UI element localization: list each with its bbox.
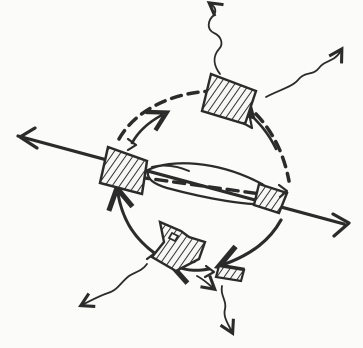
loop-left [118, 194, 157, 255]
loop-top-right-arrow [249, 113, 276, 149]
squiggle-top [209, 5, 222, 74]
squiggle-bottom [222, 286, 231, 330]
block-lower-left [152, 222, 205, 271]
right-arrowhead-icon [333, 214, 349, 236]
block-left [100, 147, 147, 194]
block-bottom [216, 266, 244, 281]
loop-upper-dashed [119, 91, 214, 139]
block-top [202, 74, 256, 124]
inner-upper-stroke [152, 166, 189, 171]
loop-lower-right [225, 220, 281, 264]
bottom-arrowhead-icon [205, 266, 214, 277]
squiggle-lower-left [84, 264, 147, 304]
squiggle-top-right [266, 52, 340, 97]
